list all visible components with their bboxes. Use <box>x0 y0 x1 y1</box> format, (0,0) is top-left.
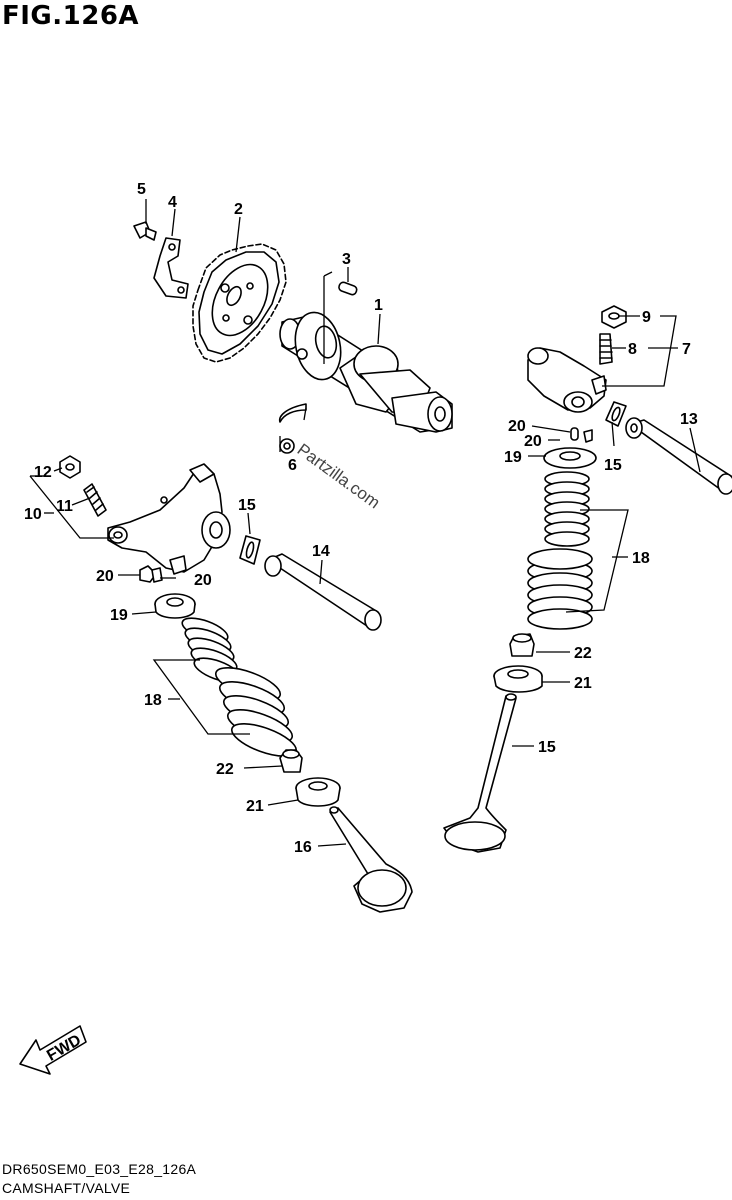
adjusting-screw-right[interactable] <box>599 333 613 365</box>
valve-spring-outer-right[interactable] <box>527 548 593 630</box>
callout-20-left-b: 20 <box>194 572 212 589</box>
callout-21-right: 21 <box>574 675 592 692</box>
valve-spring-inner-left[interactable] <box>179 613 242 686</box>
camshaft[interactable] <box>279 308 453 433</box>
callout-5: 5 <box>137 181 146 198</box>
callout-14: 14 <box>312 543 330 560</box>
callout-21-left: 21 <box>246 798 264 815</box>
wave-washer-right[interactable] <box>605 401 627 427</box>
callout-7: 7 <box>682 341 691 358</box>
figure-name: CAMSHAFT/VALVE <box>2 1180 131 1196</box>
rocker-arm-intake[interactable] <box>107 463 231 575</box>
rocker-shaft-right[interactable] <box>625 417 732 495</box>
callout-4: 4 <box>168 194 177 211</box>
dowel-pin[interactable] <box>338 281 358 296</box>
valve-stem-seal-left[interactable] <box>279 749 303 773</box>
callout-20-left-a: 20 <box>96 568 114 585</box>
lock-nut-right[interactable] <box>601 305 627 329</box>
figure-code: DR650SEM0_E03_E28_126A <box>2 1161 197 1177</box>
cam-sprocket[interactable] <box>192 243 287 363</box>
rocker-arm-exhaust[interactable] <box>527 347 607 413</box>
callout-18-right: 18 <box>632 550 650 567</box>
callout-8: 8 <box>628 341 637 358</box>
fwd-arrow-icon <box>19 1025 87 1075</box>
adjusting-screw-left[interactable] <box>83 483 107 517</box>
callout-16: 15 <box>538 739 556 756</box>
callout-2: 2 <box>234 201 243 218</box>
sprocket-bolt[interactable] <box>133 221 157 241</box>
valve-spring-inner-right[interactable] <box>544 471 590 547</box>
callout-9: 9 <box>642 309 651 326</box>
callout-15-left: 15 <box>238 497 256 514</box>
callout-13: 13 <box>680 411 698 428</box>
valve-cotter-left[interactable] <box>139 565 163 583</box>
callout-20-right-b: 20 <box>524 433 542 450</box>
valve-stem-seal-right[interactable] <box>509 633 535 657</box>
spring-retainer-right[interactable] <box>543 447 597 469</box>
callout-labels: 5 4 2 3 1 6 9 8 7 13 20 20 19 15 18 22 2… <box>24 181 698 856</box>
wave-washer-left[interactable] <box>239 535 261 565</box>
callout-3: 3 <box>342 251 351 268</box>
callout-17: 16 <box>294 839 312 856</box>
oil-pipe-bracket[interactable] <box>153 237 189 299</box>
spring-seat-right[interactable] <box>493 665 543 693</box>
callout-6: 6 <box>288 457 297 474</box>
callout-19-right: 19 <box>504 449 522 466</box>
lock-nut-left[interactable] <box>59 455 81 479</box>
callout-15-right: 15 <box>604 457 622 474</box>
callout-22-left: 22 <box>216 761 234 778</box>
watermark: Partzilla.com <box>294 440 384 513</box>
valve-spring-outer-left[interactable] <box>212 661 300 763</box>
callout-1: 1 <box>374 297 383 314</box>
callout-11: 11 <box>56 498 73 515</box>
callout-18-left: 18 <box>144 692 162 709</box>
callout-22-right: 22 <box>574 645 592 662</box>
spring-retainer-left[interactable] <box>154 593 196 619</box>
figure-title: FIG.126A <box>2 1 140 31</box>
callout-19-left: 19 <box>110 607 128 624</box>
callout-20-right-a: 20 <box>508 418 526 435</box>
intake-valve[interactable] <box>329 806 413 913</box>
callout-12: 12 <box>34 464 52 481</box>
circlip[interactable] <box>278 403 307 454</box>
exhaust-valve[interactable] <box>443 693 517 853</box>
rocker-shaft-left[interactable] <box>264 553 382 631</box>
spring-seat-left[interactable] <box>295 777 341 807</box>
callout-10: 10 <box>24 506 42 523</box>
valve-cotter-right[interactable] <box>570 427 593 443</box>
leader-lines <box>29 199 701 847</box>
